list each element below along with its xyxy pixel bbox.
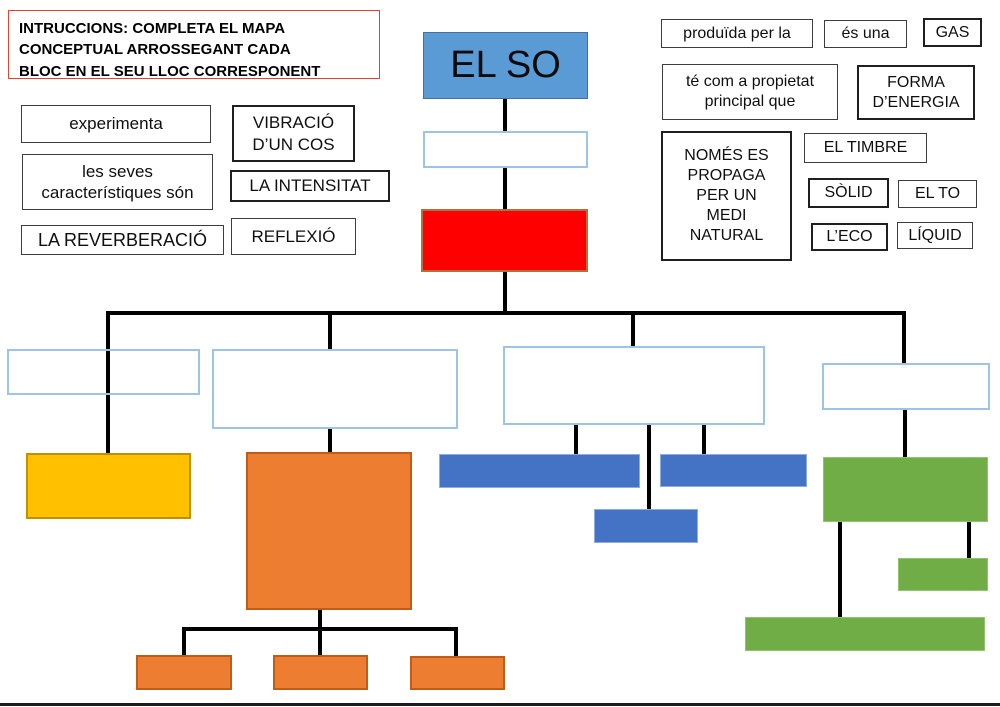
drop-slot-branch3[interactable] <box>503 346 765 425</box>
bank-item-forma-denergia[interactable]: FORMA D’ENERGIA <box>857 65 975 120</box>
connector-orange-stub-left <box>182 627 186 657</box>
drop-slot-under-root[interactable] <box>423 131 588 168</box>
orange-node-small-3[interactable] <box>410 656 505 690</box>
bank-item-leco[interactable]: L’ECO <box>811 223 888 251</box>
bank-item-line: PROPAGA <box>687 167 766 184</box>
bank-item-solid[interactable]: SÒLID <box>808 178 889 208</box>
bank-item-liquid[interactable]: LÍQUID <box>897 222 973 249</box>
bank-item-produida-per-la[interactable]: produïda per la <box>661 19 813 48</box>
drop-slot-branch2[interactable] <box>212 349 458 429</box>
orange-node-small-1[interactable] <box>136 655 232 690</box>
connector-branch3-stub-left <box>574 424 578 456</box>
drop-slot-branch1[interactable] <box>7 349 200 395</box>
bank-item-la-intensitat[interactable]: LA INTENSITAT <box>230 170 390 202</box>
bank-item-el-to[interactable]: EL TO <box>898 180 977 208</box>
connector-branch3-stub-right <box>702 424 706 456</box>
connector-green-right <box>967 521 971 560</box>
instructions-line: INTRUCCIONS: COMPLETA EL MAPA <box>19 20 286 37</box>
connector-branch3-top <box>631 311 635 348</box>
connector-green-left <box>838 521 842 619</box>
bank-item-line: MEDI <box>706 207 747 224</box>
bank-item-experimenta[interactable]: experimenta <box>21 105 211 143</box>
yellow-node[interactable] <box>26 453 191 519</box>
connector-root-to-slot1 <box>503 98 507 133</box>
connector-red-to-tree <box>503 271 507 315</box>
green-node-3[interactable] <box>745 617 985 651</box>
bank-item-nomes-es-propaga[interactable]: NOMÉS ES PROPAGA PER UN MEDI NATURAL <box>661 131 792 261</box>
connector-branch2-top <box>328 311 332 351</box>
blue-node-1[interactable] <box>439 454 640 488</box>
worksheet-bottom-border <box>0 703 1000 706</box>
instructions-line: CONCEPTUAL ARROSSEGANT CADA <box>19 41 291 59</box>
orange-node-small-2[interactable] <box>273 655 368 690</box>
connector-branch4-top <box>902 311 906 365</box>
instructions-line: BLOC EN EL SEU LLOC CORRESPONENT <box>19 62 321 80</box>
bank-item-les-seves-caracteristiques[interactable]: les seves característiques són <box>22 154 213 210</box>
bank-item-line: NATURAL <box>689 227 764 244</box>
connector-orange-bottom <box>318 609 322 657</box>
connector-slot1-to-red <box>503 167 507 211</box>
connector-orange-stub-right <box>454 627 458 657</box>
connector-branch1-vertical <box>106 311 110 455</box>
bank-item-gas[interactable]: GAS <box>923 18 982 47</box>
green-node-2[interactable] <box>898 558 988 591</box>
bank-item-es-una[interactable]: és una <box>824 20 907 48</box>
bank-item-line: PER UN <box>696 187 757 204</box>
green-node-1[interactable] <box>823 457 988 522</box>
connector-orange-horizontal <box>182 627 458 631</box>
orange-node-large[interactable] <box>246 452 412 610</box>
bank-item-la-reverberacio[interactable]: LA REVERBERACIÓ <box>21 225 224 255</box>
drop-slot-branch4[interactable] <box>822 363 990 410</box>
bank-item-el-timbre[interactable]: EL TIMBRE <box>804 133 927 163</box>
blue-node-3[interactable] <box>594 509 698 543</box>
connector-branch3-stub-mid <box>647 424 651 511</box>
instructions-box: INTRUCCIONS: COMPLETA EL MAPA CONCEPTUAL… <box>8 10 380 80</box>
connector-branch4-bottom <box>903 409 907 459</box>
connector-branch2-bottom <box>328 428 332 454</box>
bank-item-line: NOMÉS ES <box>684 147 769 164</box>
bank-item-vibracio-dun-cos[interactable]: VIBRACIÓ D’UN COS <box>232 105 355 162</box>
connector-main-horizontal <box>106 311 906 315</box>
bank-item-te-com-a-propietat[interactable]: té com a propietat principal que <box>662 64 838 120</box>
blue-node-2[interactable] <box>660 454 807 487</box>
root-node-el-so: EL SO <box>423 32 588 99</box>
bank-item-reflexio[interactable]: REFLEXIÓ <box>231 218 356 255</box>
red-node[interactable] <box>421 209 588 272</box>
